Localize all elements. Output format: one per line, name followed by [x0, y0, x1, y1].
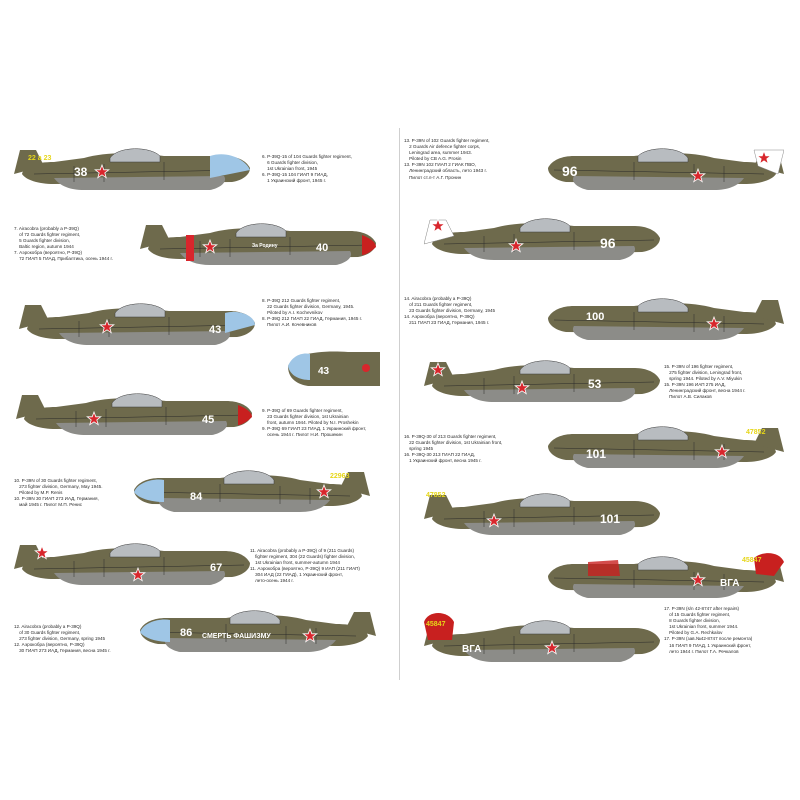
aircraft-6-profile: 38 22 a 23 [14, 148, 250, 191]
caption-17: 17. P-39N (s/n 42-8747 after repairs) of… [664, 606, 753, 654]
aircraft-17-profile-left: ВГА 45847 [424, 613, 660, 663]
aircraft-number: ВГА [720, 578, 739, 589]
aircraft-13-profile: 96 [548, 148, 784, 191]
aircraft-9-profile: 45 [15, 393, 253, 436]
aircraft-12-profile: 86 СМЕРТЬ ФАШИЗМУ [140, 610, 376, 653]
caption-14: 14. Airacobra (probably a P-39Q) of 211 … [404, 296, 496, 326]
aircraft-number: 101 [586, 447, 606, 461]
yellow-marking: 45847 [742, 557, 762, 564]
aircraft-number: 96 [562, 163, 578, 179]
aircraft-11-profile: 67 [14, 543, 250, 586]
aircraft-17-profile: ВГА 45847 [548, 553, 784, 599]
caption-12: 12. Airacobra (probably a P-39Q) of 30 G… [14, 624, 111, 654]
aircraft-8-profile: 43 [18, 303, 256, 346]
caption-7: 7. Airacobra (probably a P-39Q) of 72 Gu… [14, 226, 113, 262]
slogan-text: За Родину [252, 243, 278, 249]
aircraft-16-profile-left: 101 47852 [424, 492, 660, 536]
yellow-marking: 47852 [426, 492, 446, 499]
yellow-marking: 45847 [426, 621, 446, 628]
aircraft-8-detail: 43 [288, 351, 380, 386]
aircraft-number: 40 [316, 242, 328, 254]
caption-8: 8. P-39Q 212 Guards fighter regiment, 22… [262, 298, 363, 328]
page-divider [399, 128, 400, 680]
aircraft-16-profile: 101 47852 [548, 426, 784, 469]
aircraft-number: 86 [180, 627, 192, 639]
caption-15: 15. P-39N of 196 fighter regiment, 275 f… [664, 364, 746, 400]
caption-9: 9. P-39Q of 69 Guards fighter regiment, … [262, 408, 367, 438]
yellow-marking: 47852 [746, 429, 766, 436]
caption-6: 6. P-39Q-15 of 104 Guards fighter regime… [262, 154, 352, 184]
aircraft-13-profile-left: 96 [424, 218, 660, 261]
aircraft-14-profile: 100 [548, 298, 784, 341]
aircraft-number: 38 [74, 165, 88, 179]
caption-16: 16. P-39Q-30 of 213 Guards fighter regim… [404, 434, 503, 464]
aircraft-number: 43 [318, 366, 330, 377]
aircraft-number: 96 [600, 235, 616, 251]
aircraft-number: 100 [586, 311, 604, 323]
aircraft-number: 67 [210, 562, 222, 574]
aircraft-number: 84 [190, 491, 203, 503]
aircraft-number: 43 [209, 324, 221, 336]
aircraft-15-profile: 53 [424, 360, 660, 403]
aircraft-7-profile: 40 За Родину [140, 223, 376, 266]
caption-10: 10. P-39N of 30 Guards fighter regiment,… [14, 478, 103, 508]
aircraft-10-profile: 84 22963 [134, 470, 370, 513]
aircraft-number: 53 [588, 377, 602, 391]
slogan-text: СМЕРТЬ ФАШИЗМУ [202, 633, 271, 640]
aircraft-number: ВГА [462, 644, 481, 655]
caption-13: 13. P-39N of 102 Guards fighter regiment… [404, 138, 490, 180]
yellow-marking: 22 a 23 [28, 155, 51, 162]
caption-11: 11. Airacobra (probably a P-39Q) of 9 (2… [250, 548, 360, 584]
aircraft-number: 101 [600, 512, 620, 526]
aircraft-number: 45 [202, 414, 214, 426]
yellow-marking: 22963 [330, 473, 350, 480]
